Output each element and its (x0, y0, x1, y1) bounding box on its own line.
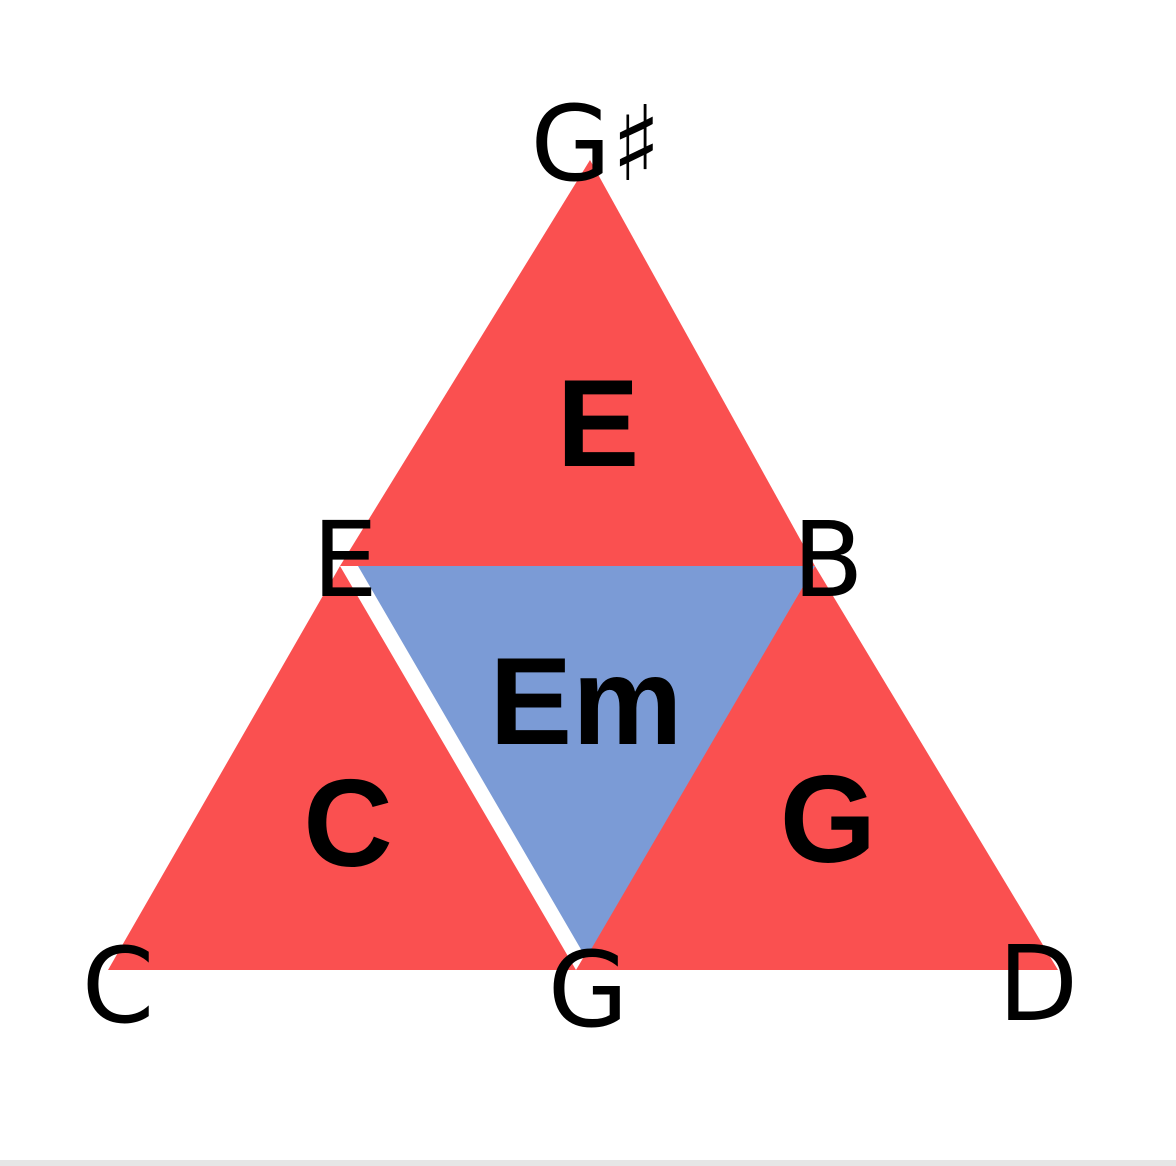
chord-label-left: C (303, 755, 393, 893)
note-label-mid-left: E (312, 499, 378, 621)
chord-label-top: E (557, 355, 640, 493)
chord-label-center: Em (490, 633, 683, 771)
chord-label-right: G (780, 751, 876, 889)
note-label-top: G♯ (531, 83, 662, 205)
triangle-left-c-major (108, 566, 576, 970)
triangle-top-e-major (340, 160, 815, 566)
note-label-bottom-center: G (548, 929, 629, 1051)
triangle-right-g-major (576, 566, 1058, 970)
note-label-mid-right: B (792, 499, 863, 621)
triangle-center-e-minor (358, 566, 815, 958)
note-label-bottom-right: D (998, 923, 1078, 1045)
bottom-divider (0, 1160, 1176, 1166)
note-label-bottom-left: C (82, 925, 155, 1047)
